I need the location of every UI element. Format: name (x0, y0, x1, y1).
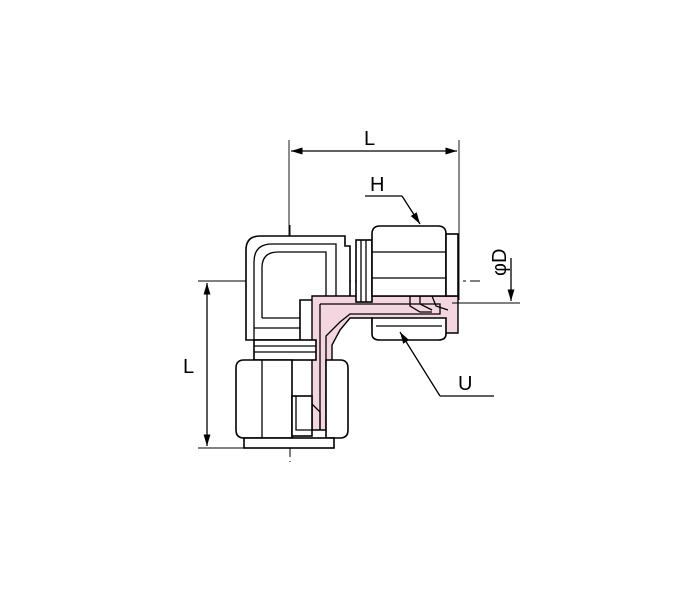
bottom-ferrule (291, 395, 321, 437)
left-length-label: L (183, 356, 194, 378)
diameter-label: φD (489, 249, 511, 276)
right-collar (355, 239, 373, 303)
thread-leader: U (399, 331, 494, 397)
bottom-end-ring (243, 437, 335, 449)
section-inner-bore (320, 303, 441, 398)
thread-label: U (458, 373, 472, 395)
right-hex-nut (371, 225, 459, 297)
hex-label: H (370, 174, 384, 196)
right-ferrule (409, 295, 449, 313)
bottom-hex-nut-right (325, 359, 349, 439)
top-length-label: L (364, 128, 375, 150)
dimension-top-length: L (288, 128, 460, 300)
hex-leader: H (365, 174, 421, 225)
elbow-body (245, 235, 351, 341)
bottom-collar (253, 339, 317, 361)
diameter-dimension: φD (452, 249, 520, 304)
bottom-hex-nut-left (235, 359, 293, 439)
right-nut-lower (371, 317, 447, 341)
